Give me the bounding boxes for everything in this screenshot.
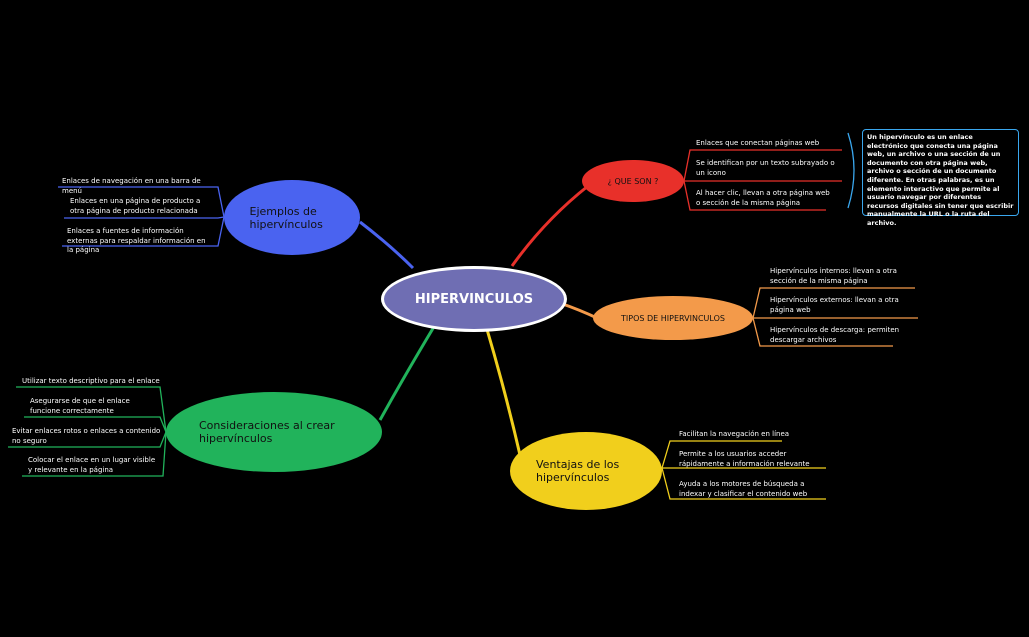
ejemplos-node[interactable]: Ejemplos de hipervínculos <box>224 180 360 255</box>
ejemplos-item-2: Enlaces en una página de producto a otra… <box>70 197 201 215</box>
central-topic-label: HIPERVINCULOS <box>414 291 534 307</box>
ventajas-item-2: Permite a los usuarios acceder rápidamen… <box>679 450 810 468</box>
consideraciones-label: Consideraciones al crear hipervínculos <box>199 419 335 445</box>
tipos-label: TIPOS DE HIPERVINCULOS <box>621 313 725 323</box>
consideraciones-item-3: Evitar enlaces rotos o enlaces a conteni… <box>12 427 161 445</box>
que-son-item-2: Se identifican por un texto subrayado o … <box>696 159 835 177</box>
branch-ejemplos <box>359 220 415 270</box>
consideraciones-item-2: Asegurarse de que el enlace funcione cor… <box>30 397 130 415</box>
que-son-item-1: Enlaces que conectan páginas web <box>696 139 820 147</box>
definition-box: Un hipervínculo es un enlace electrónico… <box>862 129 1019 227</box>
que-son-node[interactable]: ¿ QUE SON ? <box>582 160 684 202</box>
ejemplos-label: Ejemplos de hipervínculos <box>249 204 323 231</box>
que-son-item-3: Al hacer clic, llevan a otra página web … <box>696 189 830 207</box>
consideraciones-node[interactable]: Consideraciones al crear hipervínculos <box>166 392 382 472</box>
branch-que-son <box>510 184 589 267</box>
ventajas-label: Ventajas de los hipervínculos <box>536 458 620 484</box>
tipos-node[interactable]: TIPOS DE HIPERVINCULOS <box>593 296 753 340</box>
que-son-label: ¿ QUE SON ? <box>607 176 659 186</box>
branch-tipos <box>559 301 598 320</box>
central-topic-node[interactable]: HIPERVINCULOS <box>381 266 567 332</box>
tipos-item-3: Hipervínculos de descarga: permiten desc… <box>770 326 900 344</box>
tipos-item-2: Hipervínculos externos: llevan a otra pá… <box>770 296 899 314</box>
ejemplos-item-1: Enlaces de navegación en una barra de me… <box>62 177 201 195</box>
ejemplos-item-3: Enlaces a fuentes de información externa… <box>67 227 206 254</box>
ventajas-item-3: Ayuda a los motores de búsqueda a indexa… <box>679 480 808 498</box>
consideraciones-item-1: Utilizar texto descriptivo para el enlac… <box>22 377 160 385</box>
branch-ventajas <box>484 325 522 456</box>
consideraciones-item-4: Colocar el enlace en un lugar visible y … <box>28 456 156 474</box>
branch-consideraciones <box>378 324 437 421</box>
ventajas-node[interactable]: Ventajas de los hipervínculos <box>510 432 662 510</box>
tipos-item-1: Hipervínculos internos: llevan a otra se… <box>770 267 897 285</box>
ventajas-item-1: Facilitan la navegación en línea <box>679 430 790 438</box>
